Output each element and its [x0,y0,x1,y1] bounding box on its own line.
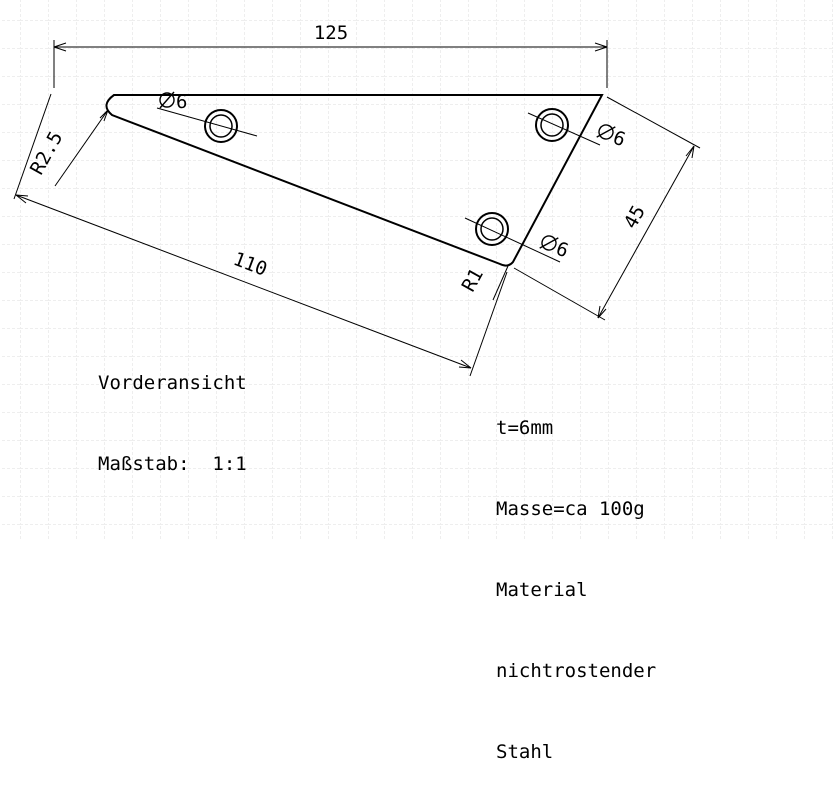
hole-top-left [204,109,238,143]
scale-line: Maßstab: 1:1 [98,451,247,478]
material-label: Material [496,579,588,601]
diameter-icon [539,235,559,251]
hole-bottom [475,212,509,246]
dim-hole-top-left: 6 [176,91,187,113]
diameter-icon [596,124,616,140]
material-line2: Stahl [496,741,554,763]
mass-spec: Masse=ca 100g [496,498,645,520]
diameter-icon [159,91,175,109]
technical-drawing: 125 110 45 R2.5 R1 6 6 6 [0,0,833,539]
drawing-canvas: 125 110 45 R2.5 R1 6 6 6 Vorderansicht M… [0,0,833,763]
dimension-lines [13,40,701,377]
material-line1: nichtrostender [496,660,657,682]
spec-note: t=6mm Masse=ca 100g Material nichtrosten… [496,361,656,793]
dim-width-overall: 125 [314,22,348,44]
part-outline [105,94,604,267]
view-title: Vorderansicht [98,372,247,394]
thickness-spec: t=6mm [496,417,554,439]
grid-background [0,0,833,539]
scale-label: Maßstab: [98,453,190,475]
hole-top-right [535,108,569,142]
view-note: Vorderansicht Maßstab: 1:1 [98,316,247,505]
diameter-label-top-left: 6 [159,91,187,113]
scale-value: 1:1 [212,453,247,475]
